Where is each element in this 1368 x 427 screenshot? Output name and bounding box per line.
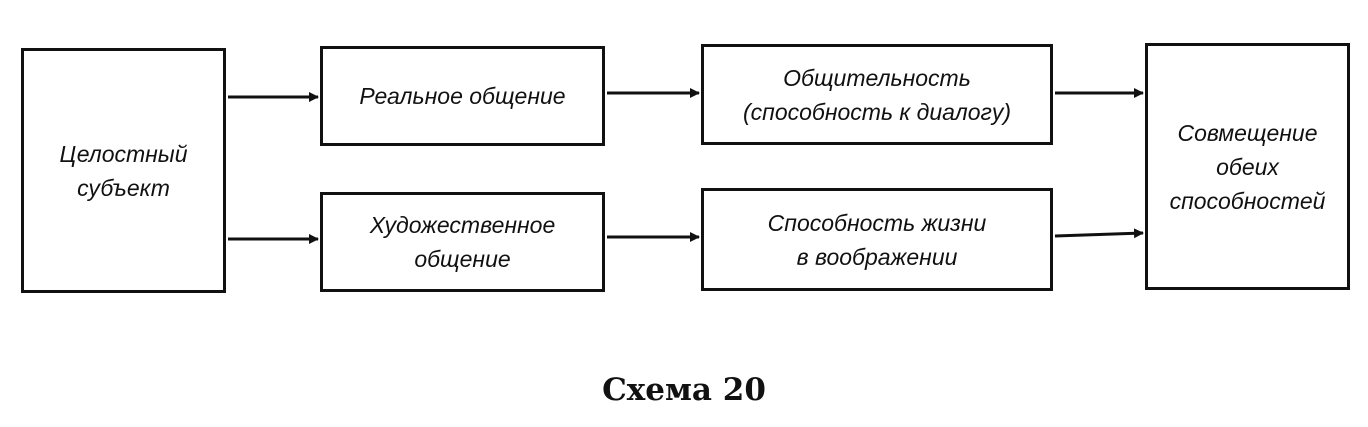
figure-caption: Схема 20 <box>602 372 766 408</box>
arrow-imagination-to-combination <box>1054 228 1144 239</box>
node-sociability: Общительность (способность к диалогу) <box>701 44 1053 145</box>
node-integral-subject: Целостный субъект <box>21 48 226 293</box>
node-real-communication: Реальное общение <box>320 46 605 146</box>
node-imagination-ability: Способность жизни в воображении <box>701 188 1053 291</box>
node-combination-of-abilities: Совмещение обеих способностей <box>1145 43 1350 290</box>
node-artistic-communication: Художественное общение <box>320 192 605 292</box>
